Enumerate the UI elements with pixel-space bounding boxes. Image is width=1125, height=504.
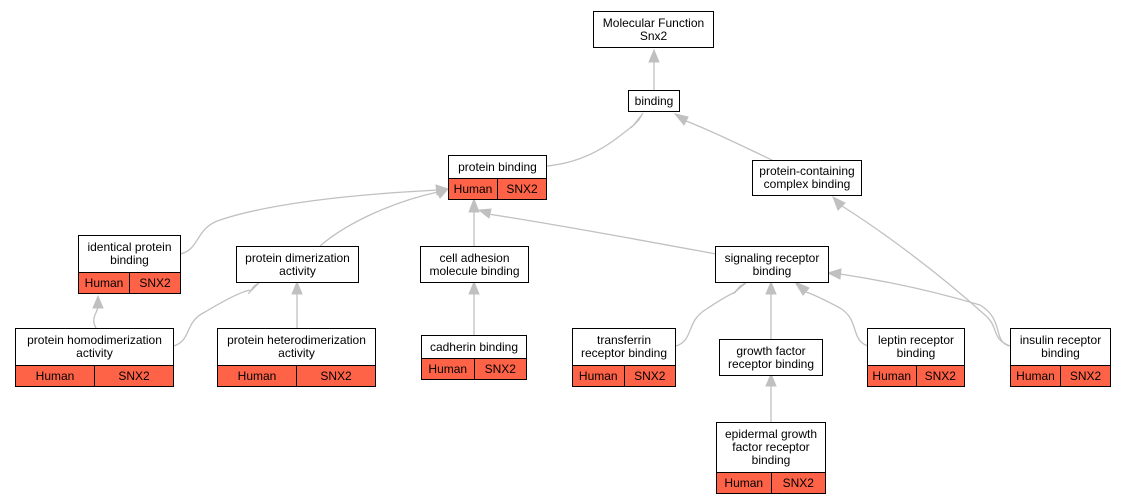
node-growth-factor-receptor-binding[interactable]: growth factor receptor binding [719,339,823,376]
node-cadherin-binding[interactable]: cadherin binding Human SNX2 [421,335,527,380]
gene-cell: SNX2 [1060,366,1110,386]
node-protein-containing-complex-binding[interactable]: protein-containing complex binding [752,160,862,196]
node-label: cadherin binding [429,339,519,354]
species-cell: Human [717,473,771,493]
arrowhead-signaling-2 [765,280,777,295]
edge-insulin-complex [841,205,1011,347]
node-label: binding [634,93,674,108]
node-insulin-receptor-binding[interactable]: insulin receptor binding Human SNX2 [1010,328,1111,387]
arrowhead-complex [832,195,846,211]
node-signaling-receptor-binding[interactable]: signaling receptor binding [715,246,829,283]
annotation-row: Human SNX2 [868,365,964,386]
species-cell: Human [218,366,296,386]
arrowhead-identical [92,294,104,309]
node-binding[interactable]: binding [628,90,680,112]
node-label: leptin receptor binding [877,333,955,360]
gene-cell: SNX2 [623,366,675,386]
annotation-row: Human SNX2 [422,358,526,379]
node-label: protein heterodimerization activity [227,333,366,360]
edge-dimerization-protein-binding [319,191,439,247]
edge-protein-binding-binding [546,123,636,167]
edge-insulin-signaling [839,273,1011,347]
annotation-row: Human SNX2 [16,365,173,386]
gene-cell: SNX2 [296,366,375,386]
node-cell-adhesion-molecule-binding[interactable]: cell adhesion molecule binding [420,246,529,283]
annotation-row: Human SNX2 [573,365,675,386]
node-epidermal-growth-factor-receptor-binding[interactable]: epidermal growth factor receptor binding… [716,422,826,494]
edge-identical-protein-binding [179,189,439,255]
annotation-row: Human SNX2 [1011,365,1110,386]
node-label: Molecular Function Snx2 [602,15,705,43]
annotation-row: Human SNX2 [79,272,180,293]
annotation-row: Human SNX2 [449,178,546,199]
species-cell: Human [79,273,129,293]
edge-homodimerization-dimerization [173,289,251,347]
annotation-row: Human SNX2 [218,365,375,386]
node-label: protein dimerization activity [245,250,350,278]
node-molecular-function-root[interactable]: Molecular Function Snx2 [593,11,714,48]
arrowhead-protein-binding-3 [468,197,480,213]
node-label: protein binding [458,159,537,174]
species-cell: Human [449,179,497,199]
edge-complex-binding [685,120,773,161]
arrowhead-dimerization-2 [291,280,303,295]
gene-cell: SNX2 [770,473,825,493]
node-label: growth factor receptor binding [727,343,815,371]
node-protein-homodimerization-activity[interactable]: protein homodimerization activity Human … [15,328,174,387]
node-label: identical protein binding [87,240,172,267]
edge-transferrin-signaling [675,291,737,347]
node-protein-binding[interactable]: protein binding Human SNX2 [448,155,547,200]
arrowhead-cell-adhesion [468,280,480,295]
arrowhead-protein-binding-4 [477,208,492,219]
node-transferrin-receptor-binding[interactable]: transferrin receptor binding Human SNX2 [572,328,676,387]
node-protein-dimerization-activity[interactable]: protein dimerization activity [236,246,359,283]
arrowhead-root [648,48,660,63]
arrowhead-binding-left [630,112,644,129]
arrowhead-binding-right [673,113,689,126]
node-identical-protein-binding[interactable]: identical protein binding Human SNX2 [78,235,181,294]
node-label: insulin receptor binding [1019,333,1102,360]
edge-homodimerization-identical [93,305,99,329]
arrowhead-dimerization-1 [247,281,261,295]
node-label: cell adhesion molecule binding [429,250,520,278]
node-leptin-receptor-binding[interactable]: leptin receptor binding Human SNX2 [867,328,965,387]
annotation-row: Human SNX2 [717,472,825,493]
node-label: signaling receptor binding [724,250,820,278]
edge-signaling-protein-binding [487,213,717,255]
species-cell: Human [422,359,474,379]
arrowhead-growth-factor [765,372,777,387]
node-label: epidermal growth factor receptor binding [724,427,818,467]
edge-leptin-signaling [805,291,869,347]
node-label: protein-containing complex binding [759,164,855,191]
arrowhead-signaling-4 [826,268,842,280]
arrowhead-signaling-3 [793,280,810,296]
species-cell: Human [573,366,624,386]
node-label: transferrin receptor binding [580,333,668,360]
arrowhead-signaling-1 [732,281,748,295]
gene-cell: SNX2 [915,366,964,386]
species-cell: Human [1011,366,1060,386]
node-label: protein homodimerization activity [27,333,162,360]
node-protein-heterodimerization-activity[interactable]: protein heterodimerization activity Huma… [217,328,376,387]
gene-cell: SNX2 [497,179,546,199]
species-cell: Human [868,366,916,386]
species-cell: Human [16,366,94,386]
gene-cell: SNX2 [129,273,180,293]
gene-cell: SNX2 [94,366,173,386]
gene-cell: SNX2 [473,359,526,379]
arrowhead-protein-binding-2 [435,188,450,199]
